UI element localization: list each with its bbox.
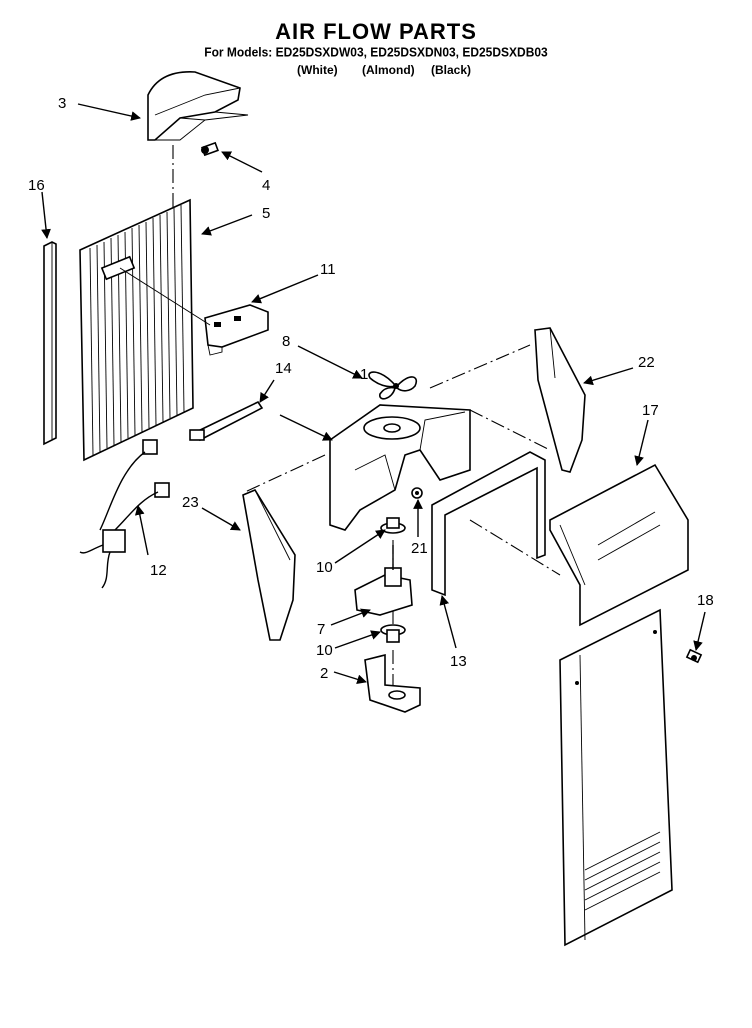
part-8-fan-blade xyxy=(368,371,417,400)
callout-12: 12 xyxy=(150,562,167,579)
callout-3: 3 xyxy=(58,95,66,112)
callout-16: 16 xyxy=(28,177,45,194)
callout-8: 8 xyxy=(282,333,290,350)
callout-23: 23 xyxy=(182,494,199,511)
callout-labels: 1 2 3 4 5 7 8 10 10 11 12 13 14 16 17 18… xyxy=(28,95,714,682)
part-11-control-housing xyxy=(119,267,269,356)
finish-white: (White) xyxy=(297,63,338,77)
part-16-gasket-strip xyxy=(43,241,57,446)
part-3-air-duct xyxy=(147,71,249,141)
callout-14: 14 xyxy=(275,360,292,377)
part-7-fan-motor xyxy=(354,545,413,616)
callout-17: 17 xyxy=(642,402,659,419)
part-22-baffle-right xyxy=(534,327,586,473)
callout-22: 22 xyxy=(638,354,655,371)
leader-lines xyxy=(41,103,706,685)
finish-almond: (Almond) xyxy=(362,63,415,77)
callout-4: 4 xyxy=(262,177,270,194)
part-13-gasket xyxy=(431,451,546,597)
callout-5: 5 xyxy=(262,205,270,222)
callout-7: 7 xyxy=(317,621,325,638)
part-14-heater xyxy=(189,400,264,442)
part-1-fan-housing xyxy=(329,404,471,531)
callout-1: 1 xyxy=(360,366,368,383)
part-10-grommet-lower xyxy=(380,624,406,643)
part-4-screw xyxy=(201,141,219,157)
rear-panel xyxy=(559,608,673,947)
part-23-baffle-left xyxy=(242,488,296,641)
part-2-motor-bracket xyxy=(364,653,421,713)
finish-black: (Black) xyxy=(431,63,472,77)
part-18-screw xyxy=(685,648,703,664)
model-list: For Models: ED25DSXDW03, ED25DSXDN03, ED… xyxy=(204,44,548,60)
part-21-clip xyxy=(411,487,423,499)
callout-13: 13 xyxy=(450,653,467,670)
callout-10-lower: 10 xyxy=(316,642,333,659)
part-17-upper-cover xyxy=(549,463,689,627)
callout-18: 18 xyxy=(697,592,714,609)
callout-10-upper: 10 xyxy=(316,559,333,576)
header: AIR FLOW PARTS For Models: ED25DSXDW03, … xyxy=(0,0,752,60)
part-5-evaporator-grille xyxy=(79,198,194,462)
part-10-grommet-upper xyxy=(380,517,406,534)
callout-11: 11 xyxy=(320,261,336,278)
callout-21: 21 xyxy=(411,540,428,557)
callout-2: 2 xyxy=(320,665,328,682)
part-12-wire-harness xyxy=(79,439,170,589)
diagram-title: AIR FLOW PARTS xyxy=(275,19,477,44)
